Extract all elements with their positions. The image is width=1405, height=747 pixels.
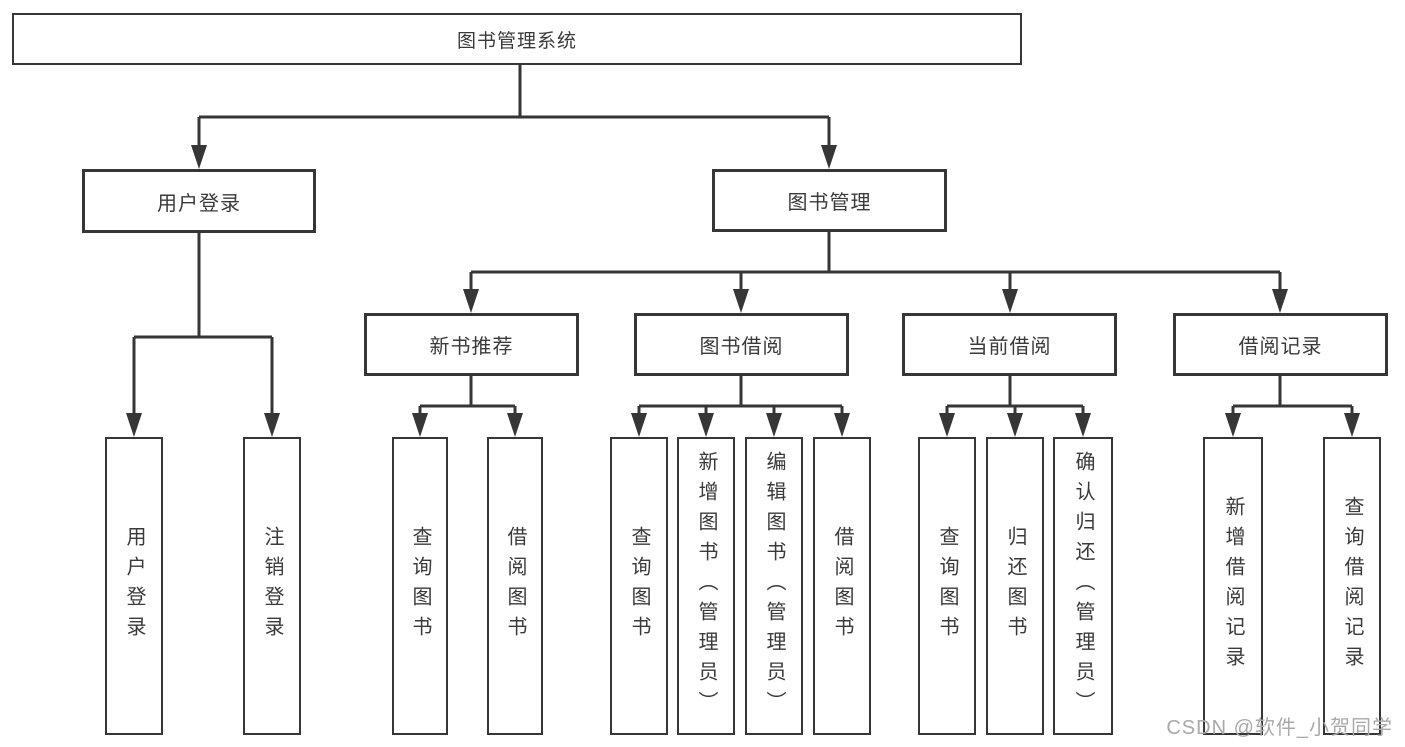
node-book-borrowing: 图书借阅 xyxy=(634,313,849,376)
connector-book-management xyxy=(463,232,1288,313)
connector-borrowing-records xyxy=(1225,376,1360,437)
leaf-add-borrow-record: 新增借阅记录 xyxy=(1203,437,1263,735)
connector-root xyxy=(191,65,837,169)
connector-new-book-recommendation xyxy=(412,376,523,437)
leaf-add-books-admin: 新增图书（管理员） xyxy=(677,437,735,735)
connector-current-borrowing xyxy=(939,376,1091,437)
node-library-system: 图书管理系统 xyxy=(12,13,1022,65)
leaf-user-login: 用户登录 xyxy=(105,437,163,735)
node-new-book-recommendation: 新书推荐 xyxy=(364,313,579,376)
leaf-confirm-return-admin: 确认归还（管理员） xyxy=(1053,437,1113,735)
connector-book-borrowing xyxy=(631,376,850,437)
leaf-query-books-current: 查询图书 xyxy=(918,437,976,735)
leaf-query-borrow-record: 查询借阅记录 xyxy=(1323,437,1381,735)
node-borrowing-records: 借阅记录 xyxy=(1173,313,1388,376)
leaf-query-books-borrowing: 查询图书 xyxy=(610,437,668,735)
csdn-watermark: CSDN @软件_小贺同学 xyxy=(1166,717,1393,739)
leaf-query-books-recommend: 查询图书 xyxy=(392,437,448,735)
leaf-return-books: 归还图书 xyxy=(986,437,1044,735)
connector-user-login xyxy=(126,233,280,437)
leaf-borrow-books-borrowing: 借阅图书 xyxy=(813,437,871,735)
node-current-borrowing: 当前借阅 xyxy=(902,313,1117,376)
node-user-login: 用户登录 xyxy=(82,169,316,233)
leaf-edit-books-admin: 编辑图书（管理员） xyxy=(745,437,803,735)
node-book-management: 图书管理 xyxy=(712,169,947,232)
leaf-borrow-books-recommend: 借阅图书 xyxy=(487,437,543,735)
leaf-logout: 注销登录 xyxy=(243,437,301,735)
